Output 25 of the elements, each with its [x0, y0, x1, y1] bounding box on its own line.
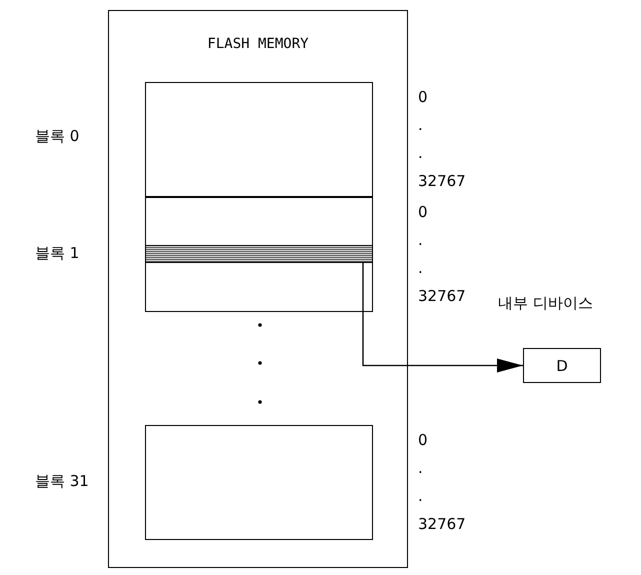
- address-label: 0: [418, 90, 428, 105]
- block-label: 블록 0: [35, 129, 80, 144]
- address-label: 0: [418, 205, 428, 220]
- address-label: 32767: [418, 517, 466, 532]
- address-label: 0: [418, 433, 428, 448]
- ellipsis-dot: .: [418, 489, 423, 504]
- ellipsis-dot: .: [418, 146, 423, 161]
- memory-title: FLASH MEMORY: [206, 37, 310, 51]
- block-label: 블록 31: [35, 474, 89, 489]
- device-label: D: [555, 359, 569, 374]
- arrow: [362, 263, 523, 372]
- device-box: [523, 348, 601, 383]
- ellipsis-dot: .: [418, 461, 423, 476]
- ellipsis-dot: .: [418, 261, 423, 276]
- ellipsis-dot: .: [418, 233, 423, 248]
- memory-block: [145, 425, 373, 540]
- hatched-bar: [145, 245, 373, 263]
- memory-block: [145, 82, 373, 197]
- ellipsis-dot: .: [418, 118, 423, 133]
- device-caption: 내부 디바이스: [498, 296, 593, 311]
- memory-outline: [108, 10, 408, 568]
- address-label: 32767: [418, 174, 466, 189]
- block-label: 블록 1: [35, 246, 80, 261]
- address-label: 32767: [418, 289, 466, 304]
- memory-block: [145, 197, 373, 312]
